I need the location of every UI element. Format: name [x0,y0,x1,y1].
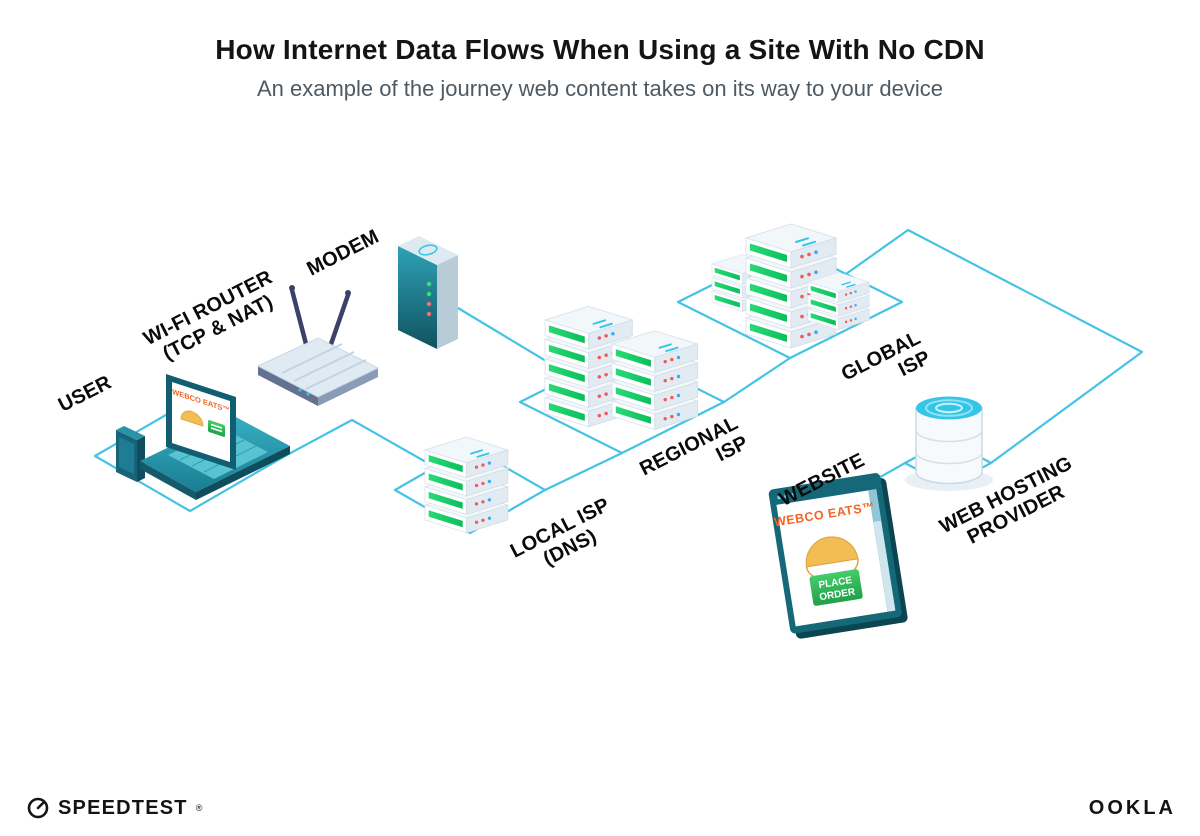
router-illustration [256,285,380,406]
speedtest-trademark: ® [195,803,203,813]
speedtest-logo: SPEEDTEST ® [26,796,202,820]
modem-illustration [398,236,458,349]
website-place-order-button: PLACE ORDER [809,569,863,606]
svg-text:PLACE: PLACE [818,575,854,591]
regional-isp-servers [545,306,698,430]
laptop-screen-taco [180,410,204,427]
laptop-screen-button [208,420,225,437]
regional-to-global-line [722,356,792,404]
router-grooves [281,343,367,390]
website-illustration: WEBCO EATS™ PLACE ORDER [768,473,908,639]
modem-led-lights [426,281,432,317]
global-to-hosting-line [844,228,1144,465]
speedtest-wordmark: SPEEDTEST [58,796,188,819]
modem-top-ring [418,244,438,256]
ookla-logo: OOKLA [1089,797,1176,820]
browser-window-dots [777,493,796,500]
ookla-wordmark: OOKLA [1088,797,1176,819]
page-subtitle: An example of the journey web content ta… [256,76,944,101]
page-title: How Internet Data Flows When Using a Sit… [215,34,985,65]
localisp-to-regional-line [543,451,624,492]
router-antenna-right [327,290,351,350]
router-antenna-left [289,285,309,347]
speedtest-gauge-icon [27,797,49,819]
local-isp-servers [425,437,508,534]
web-hosting-illustration [905,396,993,491]
phone-illustration [116,426,145,482]
user-to-localisp-line [283,418,435,468]
user-laptop-illustration: WEBCO EATS™ [116,374,290,500]
website-taco [805,536,859,581]
